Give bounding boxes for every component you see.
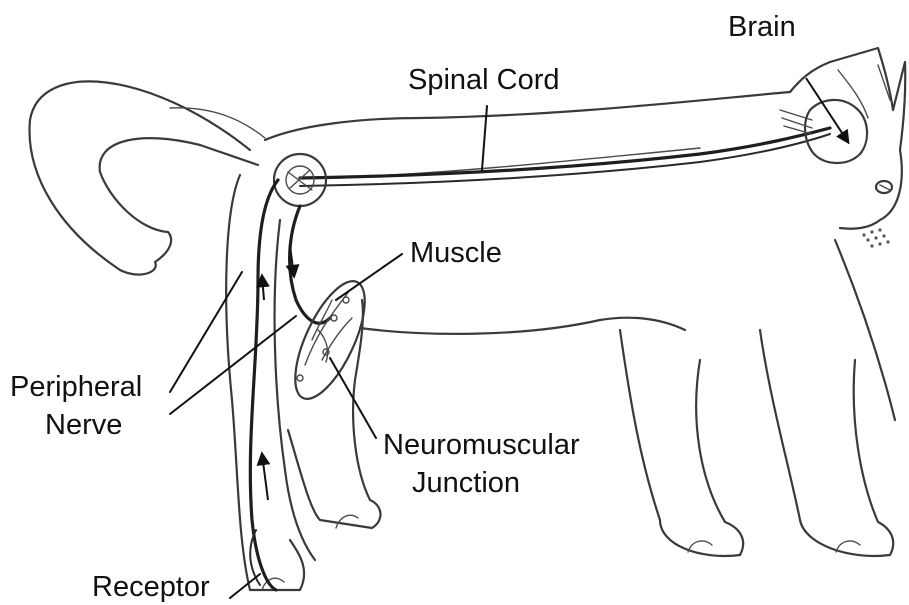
- whisker-dots: [862, 228, 889, 247]
- label-receptor: Receptor: [92, 570, 210, 604]
- cat-rear-legs: [226, 175, 380, 590]
- cat-front-legs: [620, 330, 893, 556]
- label-peripheral-nerve-line1: Peripheral: [10, 370, 142, 404]
- label-brain: Brain: [728, 10, 796, 44]
- arrow-up-sensory-lower: [262, 454, 268, 500]
- label-neuromuscular-line1: Neuromuscular: [383, 428, 580, 462]
- leader-receptor: [230, 574, 260, 598]
- label-peripheral-nerve-line2: Nerve: [45, 408, 122, 442]
- spinal-cord: [300, 128, 830, 186]
- cat-head: [790, 48, 905, 248]
- peripheral-nerve: [250, 180, 330, 590]
- label-neuromuscular-line2: Junction: [412, 466, 520, 500]
- leader-muscle: [336, 254, 402, 300]
- label-muscle: Muscle: [410, 236, 502, 270]
- leader-peripheral-nerve-1: [170, 272, 242, 392]
- cat-body: [265, 92, 895, 420]
- spinal-segment: [274, 154, 326, 206]
- brain: [780, 100, 867, 163]
- label-spinal-cord: Spinal Cord: [408, 63, 560, 97]
- muscle: [281, 272, 379, 408]
- arrow-up-sensory-upper: [262, 276, 264, 300]
- cat-tail: [30, 81, 265, 274]
